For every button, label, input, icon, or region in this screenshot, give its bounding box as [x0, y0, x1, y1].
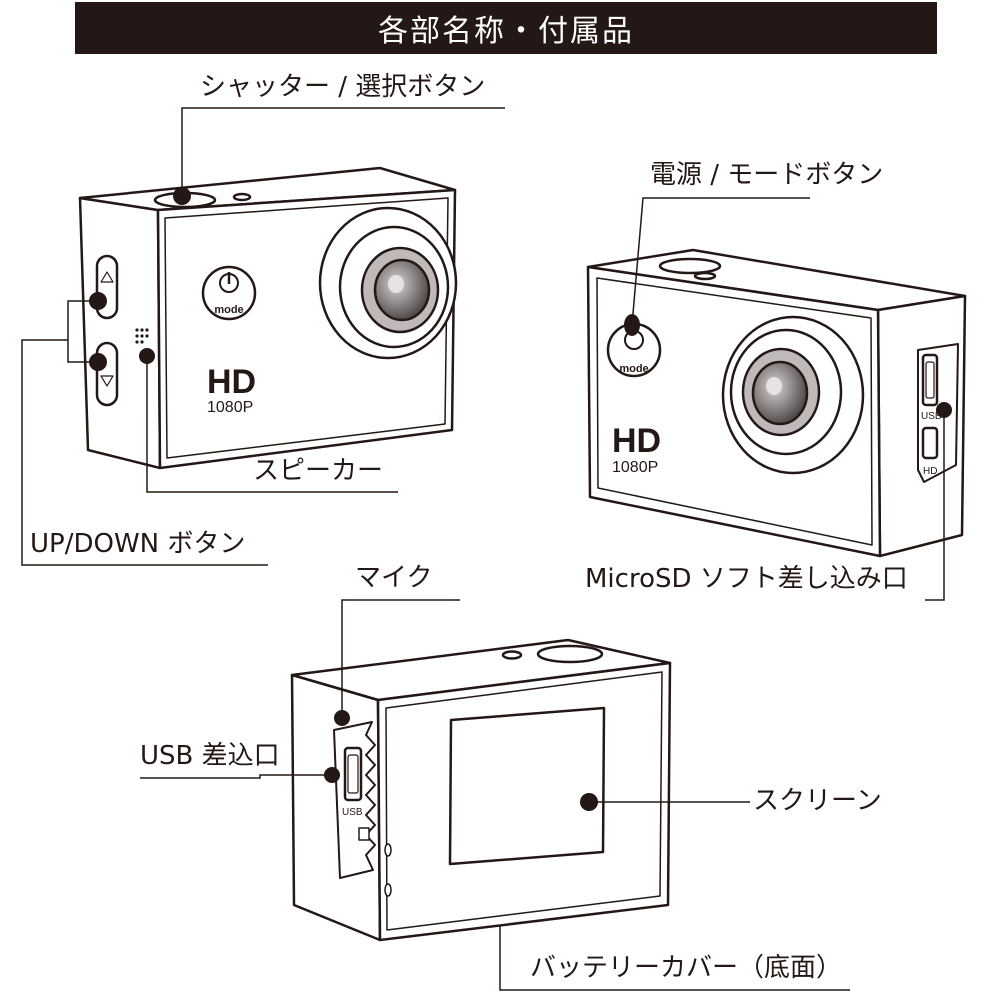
- down-button: [95, 341, 119, 407]
- label-power-mode-button: 電源 / モードボタン: [650, 160, 884, 190]
- svg-text:mode: mode: [619, 363, 648, 375]
- svg-text:USB: USB: [921, 411, 942, 422]
- sd-slot: [921, 426, 939, 460]
- resolution-text: 1080P: [207, 399, 253, 416]
- label-usb-port: USB 差込口: [140, 741, 280, 771]
- speaker-grille: [135, 328, 149, 344]
- mode-text: mode: [214, 304, 243, 316]
- label-screen: スクリーン: [753, 786, 882, 816]
- camera-front-left-view: [78, 166, 458, 470]
- label-up-down-button: UP/DOWN ボタン: [30, 529, 246, 559]
- lens-icon: [373, 258, 431, 322]
- label-speaker: スピーカー: [253, 456, 384, 486]
- camera1-side-face: [78, 196, 162, 470]
- svg-text:1080P: 1080P: [612, 459, 658, 476]
- label-shutter-select-button: シャッター / 選択ボタン: [200, 72, 486, 102]
- lcd-screen: [448, 706, 606, 866]
- camera-back-view: [290, 638, 672, 942]
- label-battery-cover: バッテリーカバー（底面）: [530, 953, 843, 983]
- label-microsd-slot: MicroSD ソフト差し込み口: [585, 564, 908, 594]
- svg-text:USB: USB: [342, 807, 363, 818]
- svg-text:HD: HD: [923, 466, 937, 477]
- label-microphone: マイク: [355, 563, 433, 593]
- hd-text: HD: [207, 363, 256, 401]
- callout-lines-camera1: [21, 107, 505, 566]
- page-title: 各部名称・付属品: [75, 2, 937, 54]
- svg-text:HD: HD: [612, 422, 661, 460]
- camera-front-right-view: [586, 248, 967, 558]
